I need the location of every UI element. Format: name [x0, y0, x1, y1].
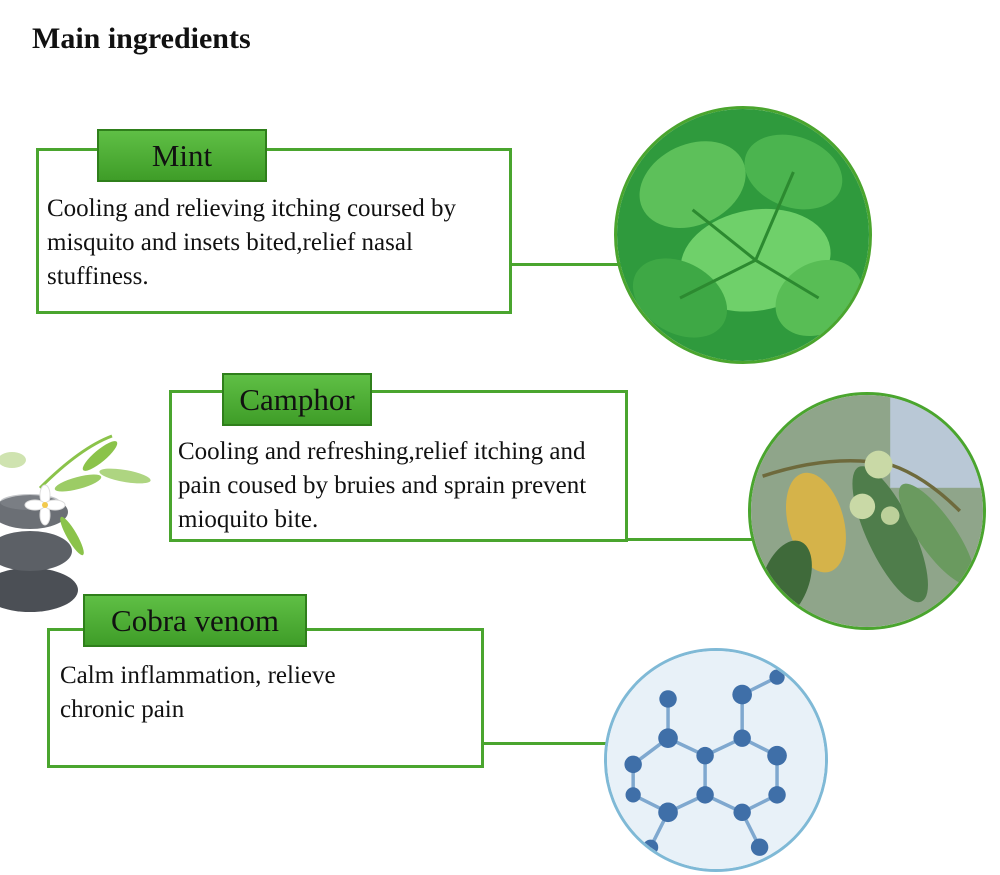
page-title: Main ingredients: [32, 22, 251, 55]
connector-line-mint: [510, 263, 622, 266]
ingredient-description-cobra-venom: Calm inflammation, relieve chronic pain: [60, 662, 336, 723]
ingredient-tag-cobra-venom: Cobra venom: [83, 594, 307, 647]
connector-line-cobra-venom: [482, 742, 608, 745]
ingredient-card-cobra-venom: [47, 628, 484, 768]
ingredient-description-mint: Cooling and relieving itching coursed by…: [47, 195, 456, 290]
camphor-branch-icon: [748, 392, 986, 630]
ingredient-tag-mint: Mint: [97, 129, 267, 182]
spa-stones-icon: [0, 428, 170, 618]
mint-leaves-icon: [614, 106, 872, 364]
ingredient-tag-camphor: Camphor: [222, 373, 372, 426]
ingredient-description-camphor: Cooling and refreshing,relief itching an…: [178, 438, 587, 533]
molecule-icon: [604, 648, 828, 872]
connector-line-camphor: [626, 538, 752, 541]
